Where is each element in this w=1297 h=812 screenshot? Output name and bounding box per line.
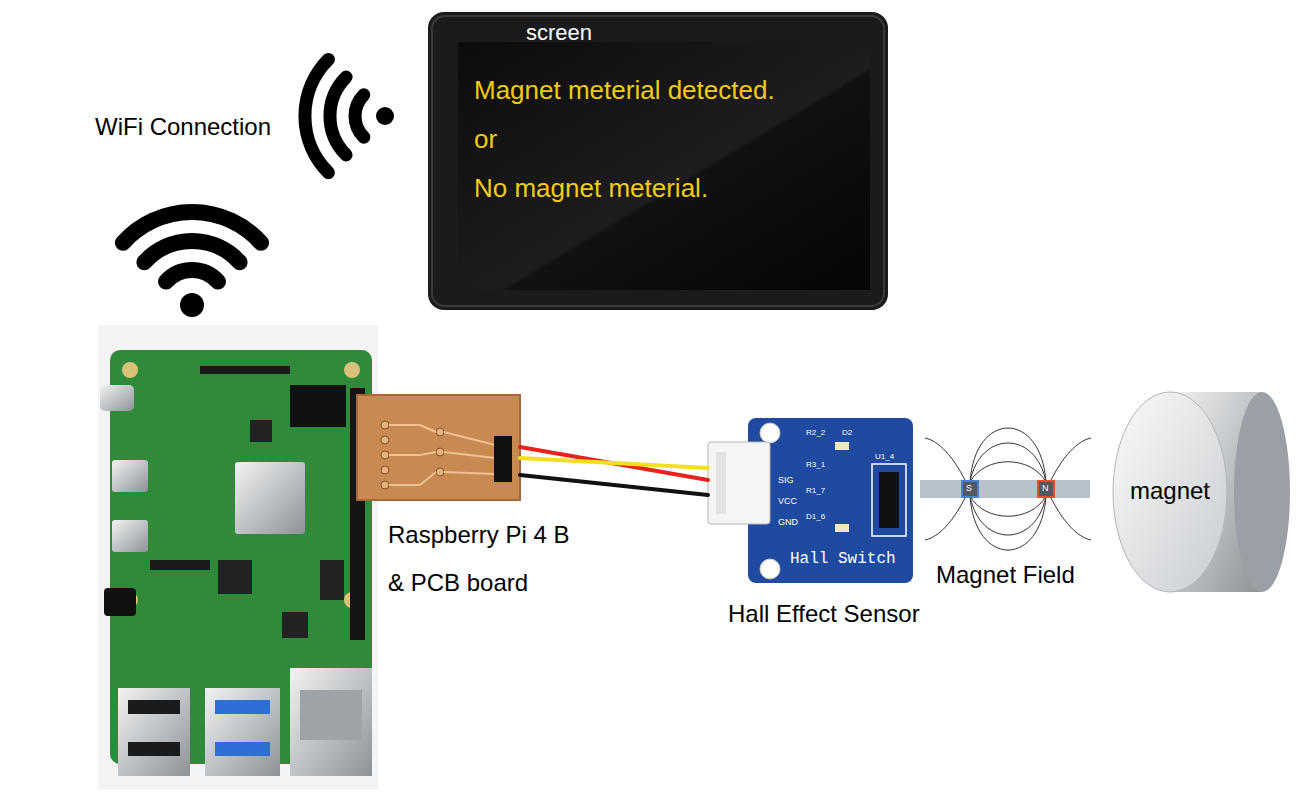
part-label: D2 [842,428,852,438]
part-label: D1_6 [806,512,825,522]
pin-label: GND [778,517,798,528]
hall-sensor-board [708,418,913,583]
pole-label: S [966,483,972,494]
part-label: R3_1 [806,460,825,470]
device-label: Hall Effect Sensor [728,600,920,629]
pin-label: SIG [778,475,794,486]
magnet-box: magnet [1113,392,1290,592]
screen-message: or [474,124,497,155]
pcb-board [357,395,520,500]
wifi-symbol [123,212,261,282]
pin-label: VCC [778,496,797,507]
wifi-dot [376,107,394,125]
device-label: Raspberry Pi 4 B & PCB board [388,511,586,607]
silkscreen-label: Hall Switch [790,550,896,569]
magnet-label: magnet [1113,477,1227,506]
screen-illustration [428,12,888,310]
wifi-dot [180,293,204,317]
caption-label: WiFi Connection [95,113,271,142]
screen-box: screenMagnet meterial detected. or No magn… [428,12,888,310]
raspberry-pi-box: Raspberry Pi 4 B & PCB board [357,395,520,500]
screen-message: Magnet meterial detected. [474,75,775,106]
part-label: U1_4 [875,452,894,462]
screen-title: screen [526,20,592,46]
screen-message: No magnet meterial. [474,173,708,204]
cable-connector [520,447,708,495]
wire [520,458,708,468]
caption-label: Magnet Field [936,561,1075,590]
wire [520,475,708,495]
raspberry-pi-board [98,325,378,790]
part-label: R2_2 [806,428,825,438]
pole-label: N [1042,483,1049,494]
wire [520,447,708,480]
magnet-illustration [1113,392,1290,592]
magnet-field-illustration [920,428,1091,550]
wifi-symbol [305,59,364,172]
part-label: R1_7 [806,486,825,496]
